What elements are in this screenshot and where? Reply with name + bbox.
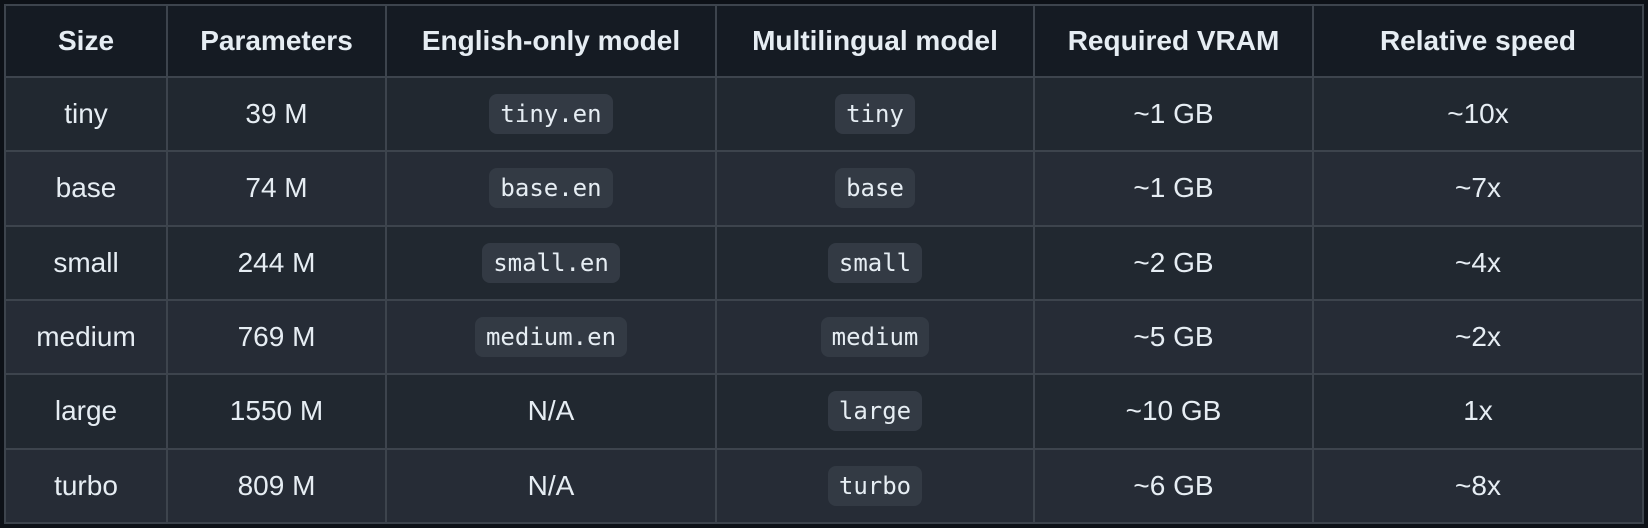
header-required-vram: Required VRAM bbox=[1033, 4, 1314, 78]
cell-relative-speed: ~10x bbox=[1312, 75, 1644, 153]
cell-relative-speed: 1x bbox=[1312, 373, 1644, 450]
cell-required-vram: ~5 GB bbox=[1033, 298, 1314, 376]
cell-relative-speed-text: ~2x bbox=[1455, 321, 1501, 353]
cell-required-vram-text: ~2 GB bbox=[1133, 246, 1214, 278]
cell-relative-speed-text: ~7x bbox=[1455, 172, 1501, 204]
cell-multilingual-model-code: base bbox=[835, 168, 915, 209]
cell-multilingual-model: base bbox=[715, 150, 1035, 227]
table-row: large 1550 M N/A large ~10 GB 1x bbox=[4, 373, 1644, 450]
cell-parameters: 39 M bbox=[166, 75, 387, 153]
cell-multilingual-model: medium bbox=[715, 298, 1035, 376]
header-english-only-model: English-only model bbox=[385, 4, 717, 78]
table-row: medium 769 M medium.en medium ~5 GB ~2x bbox=[4, 298, 1644, 376]
cell-english-only-model: base.en bbox=[385, 150, 717, 227]
cell-required-vram-text: ~6 GB bbox=[1133, 469, 1214, 501]
cell-english-only-model-code: medium.en bbox=[474, 317, 628, 358]
cell-size: tiny bbox=[4, 75, 168, 153]
cell-parameters-text: 769 M bbox=[237, 321, 316, 353]
cell-multilingual-model: large bbox=[715, 373, 1035, 450]
cell-relative-speed-text: ~8x bbox=[1455, 469, 1501, 501]
cell-required-vram: ~6 GB bbox=[1033, 447, 1314, 525]
table-row: tiny 39 M tiny.en tiny ~1 GB ~10x bbox=[4, 75, 1644, 153]
cell-relative-speed: ~2x bbox=[1312, 298, 1644, 376]
cell-size: small bbox=[4, 224, 168, 301]
cell-english-only-model-code: base.en bbox=[489, 168, 613, 209]
cell-size-text: tiny bbox=[64, 98, 108, 130]
header-row: Size Parameters English-only model Multi… bbox=[4, 4, 1644, 78]
cell-relative-speed-text: ~10x bbox=[1447, 98, 1509, 130]
cell-required-vram-text: ~5 GB bbox=[1133, 321, 1214, 353]
cell-size-text: turbo bbox=[54, 469, 118, 501]
cell-required-vram-text: ~1 GB bbox=[1133, 98, 1214, 130]
cell-english-only-model-code: small.en bbox=[482, 242, 620, 283]
cell-parameters: 74 M bbox=[166, 150, 387, 227]
cell-size-text: medium bbox=[36, 321, 136, 353]
cell-english-only-model: N/A bbox=[385, 447, 717, 525]
cell-parameters: 769 M bbox=[166, 298, 387, 376]
cell-size-text: small bbox=[53, 246, 119, 278]
cell-english-only-model: tiny.en bbox=[385, 75, 717, 153]
cell-parameters-text: 39 M bbox=[245, 98, 308, 130]
cell-relative-speed: ~7x bbox=[1312, 150, 1644, 227]
cell-english-only-model-text: N/A bbox=[527, 395, 575, 427]
table-row: small 244 M small.en small ~2 GB ~4x bbox=[4, 224, 1644, 301]
cell-size: turbo bbox=[4, 447, 168, 525]
cell-multilingual-model-code: small bbox=[827, 242, 923, 283]
table-row: turbo 809 M N/A turbo ~6 GB ~8x bbox=[4, 447, 1644, 525]
cell-english-only-model: medium.en bbox=[385, 298, 717, 376]
cell-parameters-text: 1550 M bbox=[229, 395, 324, 427]
table-row: base 74 M base.en base ~1 GB ~7x bbox=[4, 150, 1644, 227]
header-relative-speed: Relative speed bbox=[1312, 4, 1644, 78]
cell-relative-speed-text: ~4x bbox=[1455, 246, 1501, 278]
cell-required-vram: ~2 GB bbox=[1033, 224, 1314, 301]
cell-parameters-text: 244 M bbox=[237, 246, 316, 278]
cell-size: base bbox=[4, 150, 168, 227]
cell-parameters-text: 809 M bbox=[237, 469, 316, 501]
cell-size: medium bbox=[4, 298, 168, 376]
cell-parameters: 244 M bbox=[166, 224, 387, 301]
cell-required-vram: ~1 GB bbox=[1033, 75, 1314, 153]
cell-multilingual-model: tiny bbox=[715, 75, 1035, 153]
table-header: Size Parameters English-only model Multi… bbox=[4, 4, 1644, 78]
cell-multilingual-model-code: turbo bbox=[827, 465, 923, 506]
cell-required-vram: ~10 GB bbox=[1033, 373, 1314, 450]
model-comparison-table: Size Parameters English-only model Multi… bbox=[4, 4, 1644, 525]
cell-parameters: 1550 M bbox=[166, 373, 387, 450]
cell-multilingual-model: turbo bbox=[715, 447, 1035, 525]
cell-relative-speed: ~8x bbox=[1312, 447, 1644, 525]
cell-required-vram-text: ~1 GB bbox=[1133, 172, 1214, 204]
cell-relative-speed-text: 1x bbox=[1463, 395, 1493, 427]
header-size: Size bbox=[4, 4, 168, 78]
cell-required-vram: ~1 GB bbox=[1033, 150, 1314, 227]
header-multilingual-model: Multilingual model bbox=[715, 4, 1035, 78]
cell-english-only-model-text: N/A bbox=[527, 469, 575, 501]
cell-multilingual-model-code: tiny bbox=[835, 94, 915, 135]
cell-parameters-text: 74 M bbox=[245, 172, 308, 204]
cell-relative-speed: ~4x bbox=[1312, 224, 1644, 301]
cell-english-only-model: N/A bbox=[385, 373, 717, 450]
cell-multilingual-model: small bbox=[715, 224, 1035, 301]
cell-english-only-model: small.en bbox=[385, 224, 717, 301]
cell-parameters: 809 M bbox=[166, 447, 387, 525]
cell-multilingual-model-code: large bbox=[827, 391, 923, 432]
cell-english-only-model-code: tiny.en bbox=[489, 94, 613, 135]
cell-multilingual-model-code: medium bbox=[820, 317, 930, 358]
header-parameters: Parameters bbox=[166, 4, 387, 78]
cell-size-text: base bbox=[55, 172, 117, 204]
cell-required-vram-text: ~10 GB bbox=[1125, 395, 1222, 427]
cell-size: large bbox=[4, 373, 168, 450]
cell-size-text: large bbox=[54, 395, 118, 427]
